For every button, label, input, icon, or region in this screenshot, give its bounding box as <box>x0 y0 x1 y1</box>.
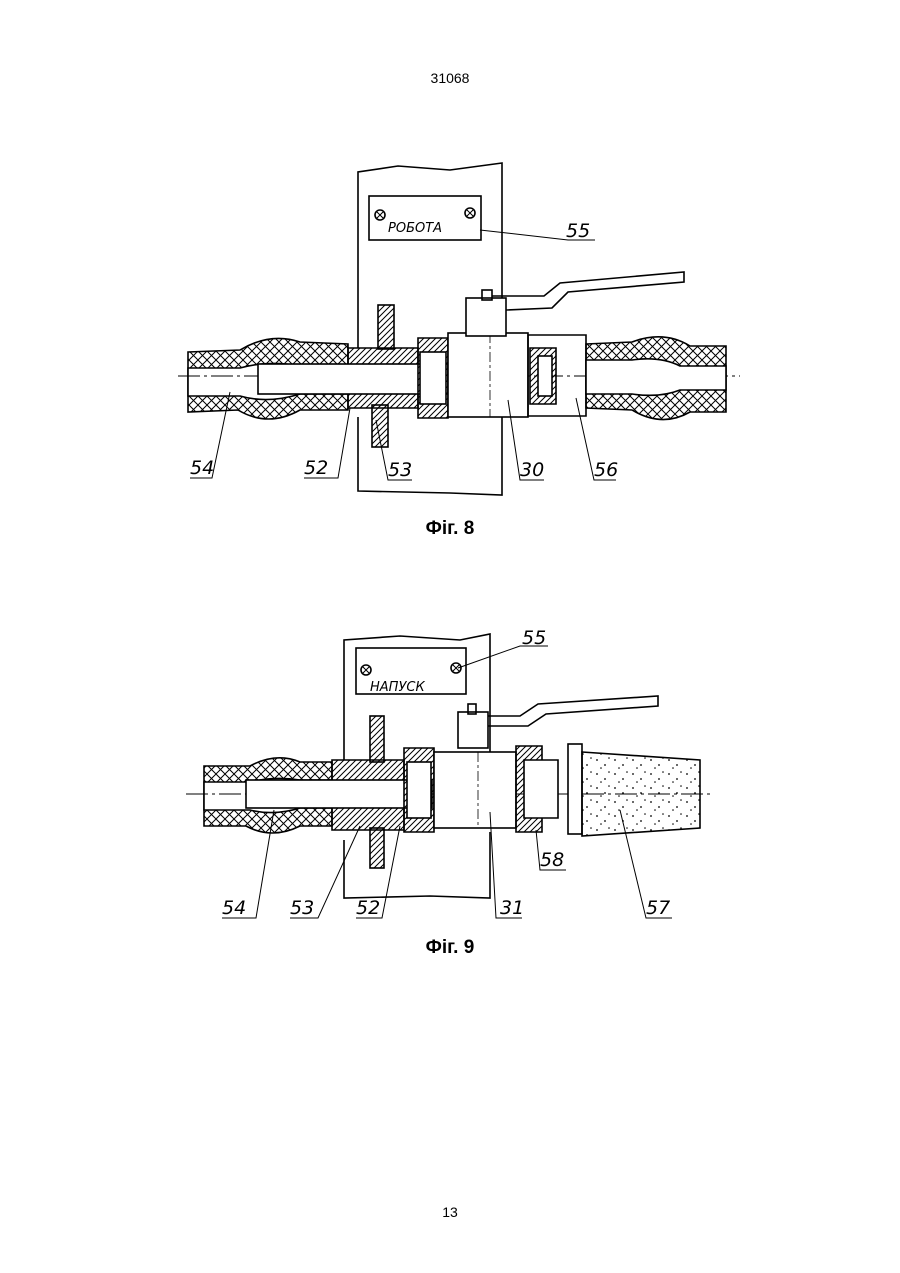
figure-8 <box>178 163 740 495</box>
part-label-57: 57 <box>646 897 670 919</box>
valve-handle-fig9 <box>488 696 658 726</box>
screw-icon <box>375 210 385 220</box>
part-label-54: 54 <box>190 457 214 479</box>
flange-fig8 <box>378 305 394 349</box>
part-label-55: 55 <box>566 220 590 242</box>
page-number: 13 <box>0 1204 900 1220</box>
part-label-54: 54 <box>222 897 246 919</box>
silencer-fig9 <box>582 752 700 836</box>
part-label-52: 52 <box>356 897 380 919</box>
valve-body-fig9 <box>434 752 516 828</box>
part-label-58: 58 <box>540 849 564 871</box>
part-label-30: 30 <box>520 459 544 481</box>
part-label-53: 53 <box>290 897 314 919</box>
valve-body-fig8 <box>448 333 528 417</box>
figure-9-caption: Фіг. 9 <box>0 937 900 959</box>
flange-fig9 <box>370 716 384 762</box>
part-label-52: 52 <box>304 457 328 479</box>
screw-icon <box>451 663 461 673</box>
figure-9 <box>186 634 714 918</box>
screw-icon <box>361 665 371 675</box>
part-label-53: 53 <box>388 459 412 481</box>
part-label-31: 31 <box>500 897 524 919</box>
nameplate-text-fig9: НАПУСК <box>370 680 425 695</box>
valve-handle-fig8 <box>492 272 684 310</box>
figure-8-caption: Фіг. 8 <box>0 518 900 540</box>
part-label-55: 55 <box>522 627 546 649</box>
part-label-56: 56 <box>594 459 618 481</box>
screw-icon <box>465 208 475 218</box>
nameplate-text-fig8: РОБОТА <box>388 221 442 236</box>
